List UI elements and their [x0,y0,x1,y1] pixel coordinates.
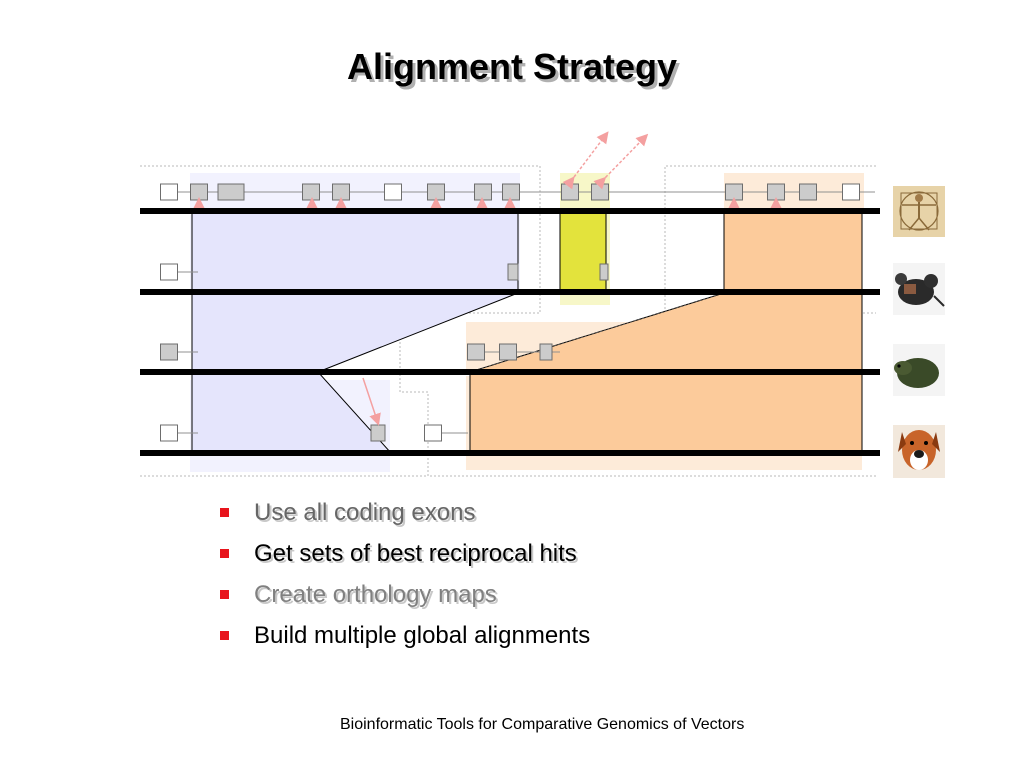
bullet-square-icon [220,549,229,558]
alignment-block-orange-lower [469,371,863,454]
exon-box [467,343,485,361]
exon-box [370,424,386,442]
bullet-square-icon [220,590,229,599]
bullet-text: Get sets of best reciprocal hits [254,540,577,567]
bullet-text: Build multiple global alignments [254,622,591,649]
bullet-square-icon [220,631,229,640]
exon-box [384,183,402,201]
bullet-list: Use all coding exons Get sets of best re… [218,495,590,659]
exon-box [474,183,492,201]
bullet-text: Use all coding exons [254,499,476,526]
alignment-block-yellow [559,210,607,294]
bullet-item: Build multiple global alignments [218,618,590,659]
rat-icon [893,344,945,396]
exon-box [599,263,609,281]
exon-box [160,343,178,361]
exon-box [539,343,553,361]
exon-box [561,183,579,201]
exon-box [190,183,208,201]
human-figure-icon [893,186,945,237]
exon-box [332,183,350,201]
bullet-square-icon [220,508,229,517]
exon-box [160,424,178,442]
bullet-item: Use all coding exons [218,495,590,536]
exon-box [502,183,520,201]
mouse-icon [893,263,945,315]
bullet-text: Create orthology maps [254,581,497,608]
exon-box [725,183,743,201]
dog-icon [893,425,945,478]
slide-title: Alignment Strategy [346,46,678,87]
exon-box [499,343,517,361]
exon-strips [160,183,875,442]
reciprocal-hit-arrows [193,131,782,426]
exon-box [767,183,785,201]
bullet-item: Create orthology maps [218,577,590,618]
exon-box [842,183,860,201]
exon-box [424,424,442,442]
genome-lines [140,208,880,456]
exon-box [160,263,178,281]
bullet-item: Get sets of best reciprocal hits [218,536,590,577]
exon-box [302,183,320,201]
slide-footer: Bioinformatic Tools for Comparative Geno… [340,716,745,733]
exon-box [160,183,178,201]
exon-box [799,183,817,201]
exon-box [507,263,519,281]
dotted-frames [140,165,876,477]
exon-box [217,183,245,201]
exon-box [591,183,609,201]
exon-box [427,183,445,201]
